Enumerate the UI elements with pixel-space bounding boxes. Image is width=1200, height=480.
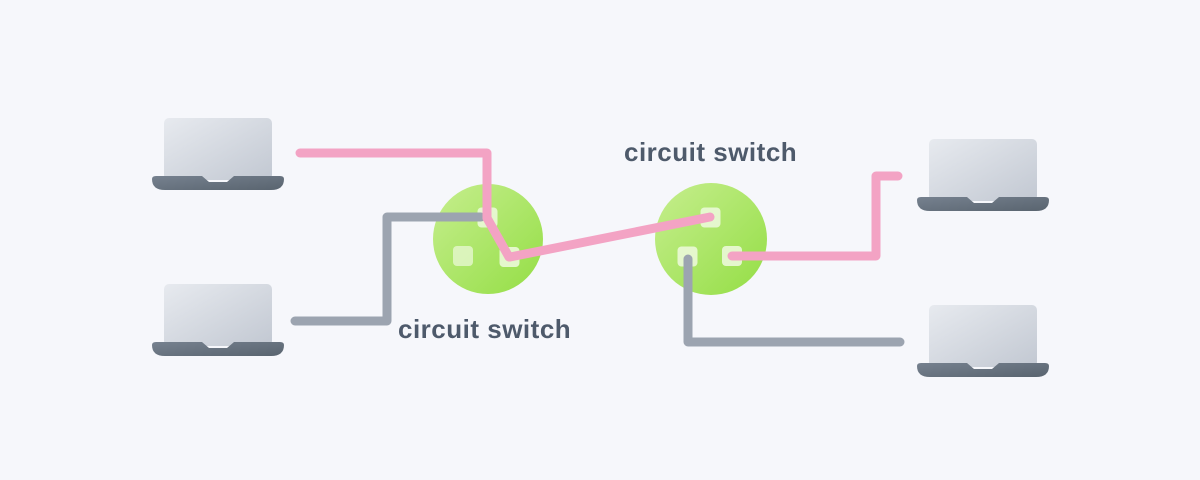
circuit-switch-icon-right — [655, 183, 767, 295]
connection-switch-right-to-laptop3 — [727, 171, 903, 261]
laptop-icon-bottom-right — [917, 305, 1049, 377]
switch-right-label: circuit switch — [624, 137, 797, 167]
switch-left-bottom-left-port — [453, 246, 473, 266]
connection-switch-right-to-laptop4 — [683, 254, 905, 347]
laptop-icon-top-left — [152, 118, 284, 190]
switch-left-label: circuit switch — [398, 314, 571, 344]
connection-laptop2-to-switch-left — [290, 212, 486, 326]
connection-switch-left-to-switch-right — [505, 212, 715, 262]
connection-laptop1-to-switch-left — [295, 148, 492, 223]
laptop-icon-top-right — [917, 139, 1049, 211]
switch-left-internal-circuit — [482, 213, 514, 262]
laptop-icon-bottom-left — [152, 284, 284, 356]
